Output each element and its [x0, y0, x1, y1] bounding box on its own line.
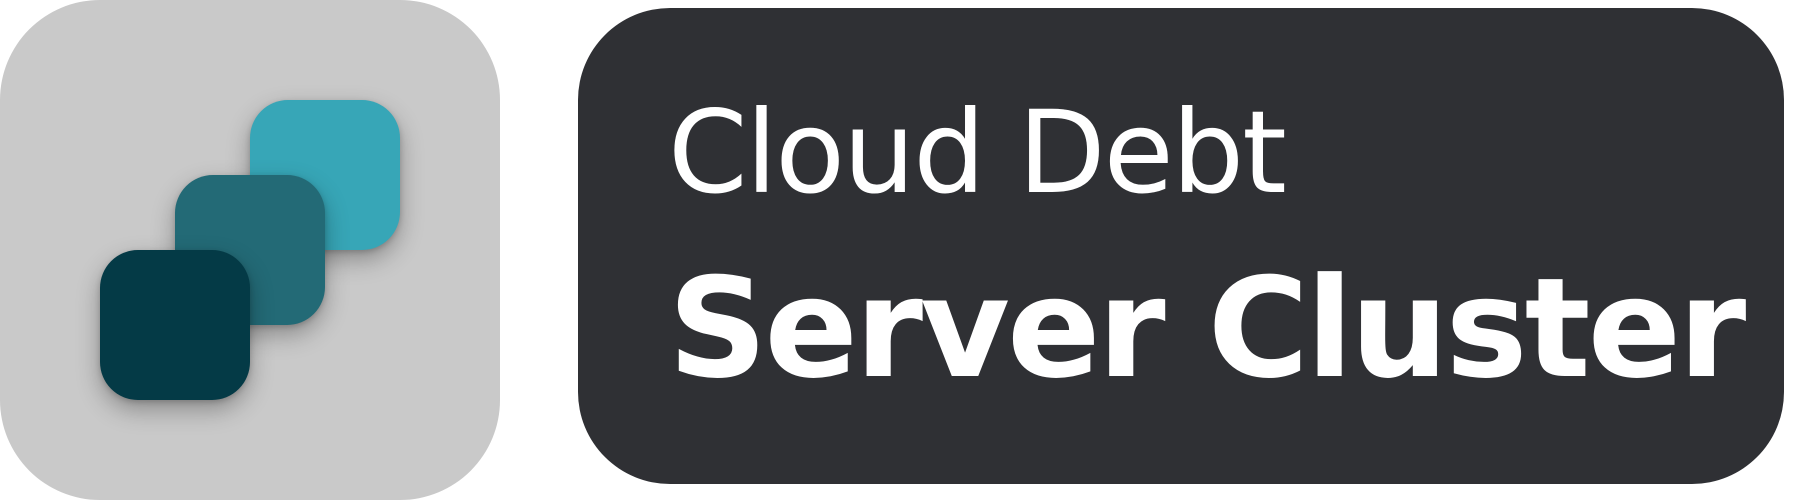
stacked-squares-icon [0, 0, 500, 500]
title-top-line: Cloud Debt [668, 86, 1287, 219]
title-main-line: Server Cluster [668, 248, 1746, 409]
front-square [100, 250, 250, 400]
title-panel: Cloud Debt Server Cluster [578, 8, 1784, 484]
